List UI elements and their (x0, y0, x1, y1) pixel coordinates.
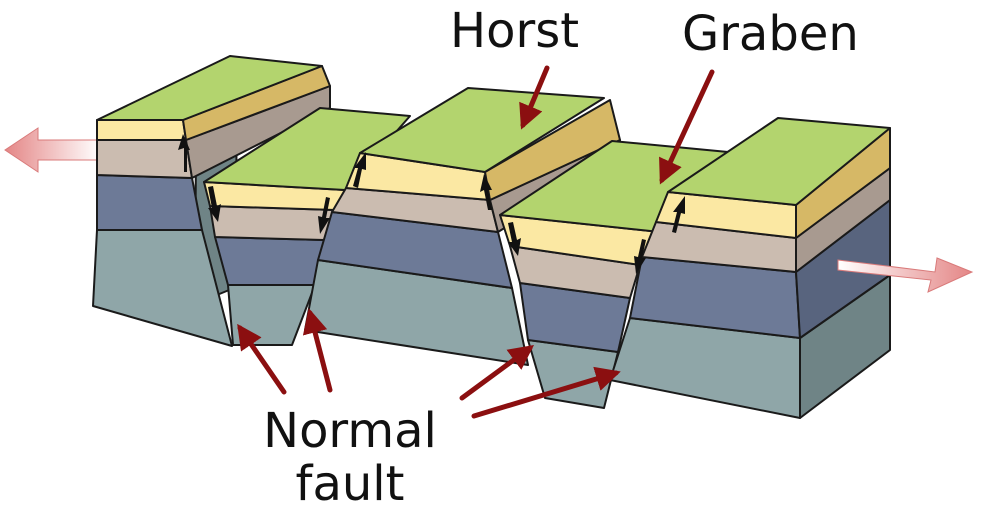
up-arrow-icon (672, 196, 685, 233)
fault-pointer-arrow (237, 323, 287, 395)
up-arrow-icon (353, 152, 366, 188)
extension-arrow-right-icon (837, 257, 974, 293)
fault-motion-arrows (178, 134, 685, 274)
horst-block (304, 87, 621, 366)
left-uplifted-block (92, 55, 331, 347)
down-arrow-icon (208, 186, 221, 222)
down-arrow-icon (318, 197, 330, 234)
up-arrow-icon (178, 134, 190, 172)
extension-arrow-left-icon (4, 127, 101, 173)
fault-pointer-arrow (302, 308, 333, 393)
normal-fault-label-line1: Normal (263, 403, 437, 459)
down-arrow-icon (508, 222, 521, 256)
up-arrow-icon (480, 174, 492, 210)
fault-pointer-arrow (471, 366, 621, 419)
normal-fault-label-line2: fault (296, 456, 405, 512)
horst-label: Horst (450, 3, 579, 59)
graben-pointer-arrow (659, 69, 715, 185)
right-uplifted-block (609, 117, 891, 419)
graben-label: Graben (682, 6, 859, 62)
label-pointer-arrows (237, 65, 715, 419)
fault-pointer-arrow (459, 345, 535, 401)
horst-pointer-arrow (519, 65, 550, 130)
down-arrow-icon (634, 239, 646, 274)
